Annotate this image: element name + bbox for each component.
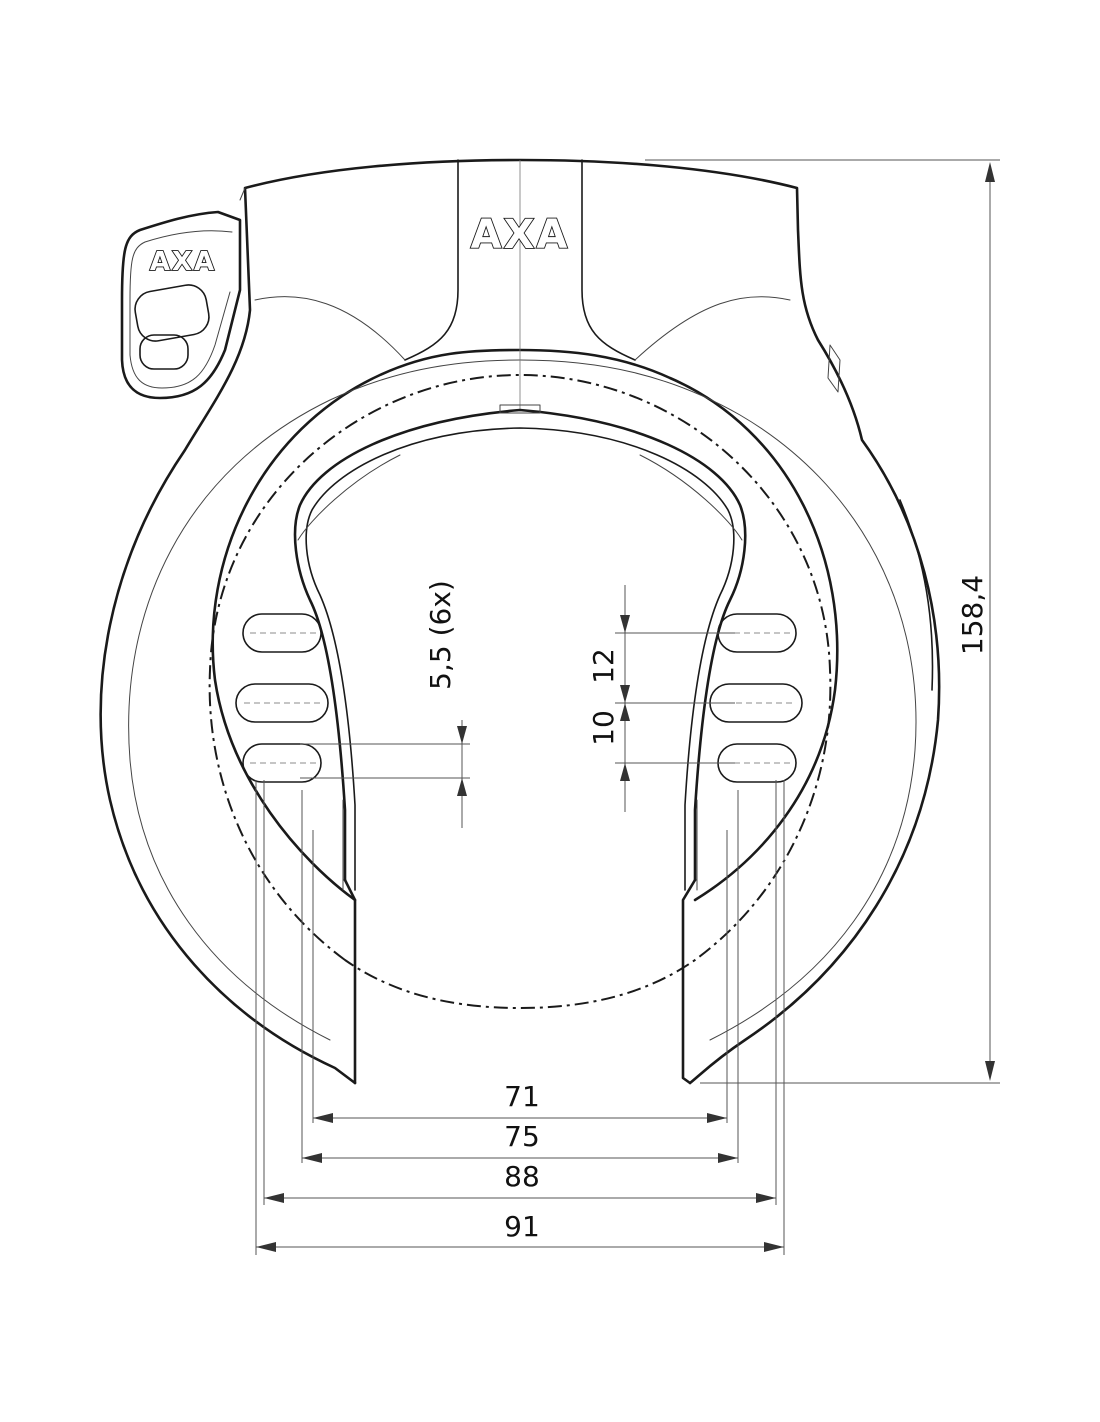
brand-logo-main: AXA — [471, 212, 570, 258]
top-housing: AXA — [239, 159, 791, 410]
dim-width-88: 88 — [504, 1160, 540, 1193]
key-flap-outline — [120, 210, 242, 400]
shackle-inner — [305, 427, 735, 891]
dim-hole-diameter: 5,5 (6x) — [424, 580, 457, 690]
dim-width-71: 71 — [504, 1080, 540, 1113]
shackle-outer — [293, 408, 747, 882]
lock-outer-outline — [99, 158, 941, 1085]
left-leg-end — [343, 878, 357, 1085]
key-slot — [134, 284, 210, 342]
dim-spacing-10: 10 — [587, 710, 620, 746]
slot-left-1 — [242, 613, 322, 653]
dim-width-91: 91 — [504, 1210, 540, 1243]
right-leg-end — [681, 878, 697, 1085]
dim-spacing-12: 12 — [587, 648, 620, 684]
inner-ring — [211, 348, 839, 902]
dim-height-total: 158,4 — [956, 575, 989, 655]
key-flap: AXA — [120, 210, 242, 400]
slot-left-3 — [242, 743, 322, 783]
dimension-labels: 158,4 5,5 (6x) 12 10 71 75 88 91 — [424, 575, 989, 1243]
dim-width-75: 75 — [504, 1120, 540, 1153]
ring-ridge-right — [899, 499, 934, 691]
key-hole — [139, 334, 189, 370]
brand-logo-key: AXA — [150, 247, 216, 277]
locking-circle-dashed — [208, 373, 832, 1010]
ring-secondary-line — [128, 359, 917, 1041]
shackle — [293, 404, 747, 891]
dimension-lines — [255, 159, 1000, 1255]
slot-left-2 — [235, 683, 329, 723]
